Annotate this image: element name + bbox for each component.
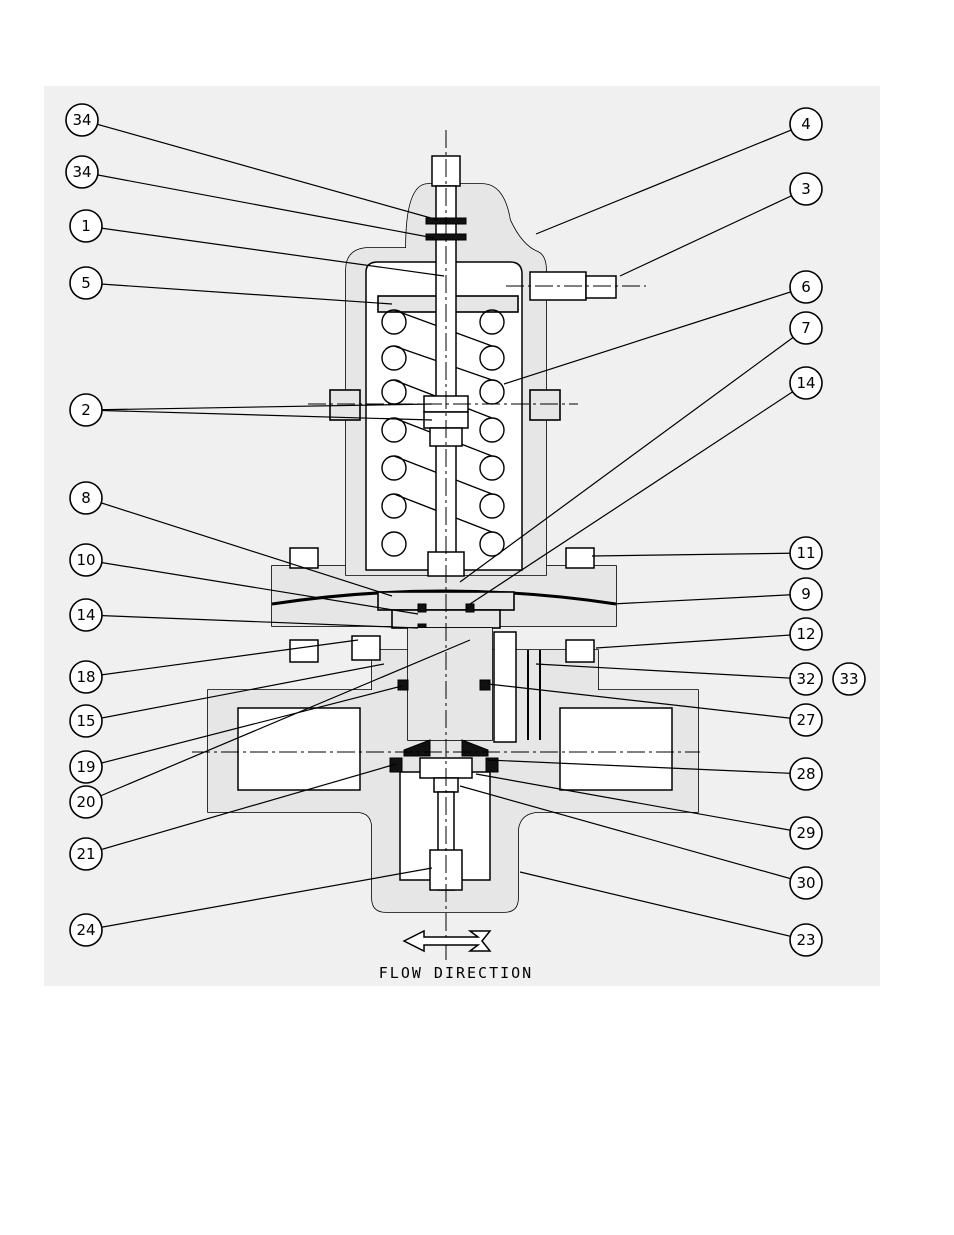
port-nut — [586, 276, 616, 298]
callout-label: 14 — [796, 374, 815, 392]
callout-label: 18 — [76, 668, 95, 686]
callout-label: 27 — [796, 711, 815, 729]
callout-24: 24 — [70, 914, 102, 946]
callout-19: 19 — [70, 751, 102, 783]
callout-20: 20 — [70, 786, 102, 818]
callout-label: 15 — [76, 712, 95, 730]
callout-11: 11 — [790, 537, 822, 569]
stud-nut-left-bottom — [290, 640, 318, 662]
callout-8: 8 — [70, 482, 102, 514]
callout-14-right: 14 — [790, 367, 822, 399]
callout-label: 28 — [796, 765, 815, 783]
callout-28: 28 — [790, 758, 822, 790]
callout-label: 19 — [76, 758, 95, 776]
stud-nut-right-bottom — [566, 640, 594, 662]
callout-21: 21 — [70, 838, 102, 870]
callout-label: 8 — [81, 489, 91, 507]
callout-34-upper: 34 — [66, 104, 98, 136]
callout-label: 30 — [796, 874, 815, 892]
callout-33: 33 — [833, 663, 865, 695]
callout-label: 7 — [801, 319, 811, 337]
callout-15: 15 — [70, 705, 102, 737]
callout-label: 5 — [81, 274, 91, 292]
callout-label: 24 — [76, 921, 95, 939]
o-ring-27 — [480, 680, 490, 690]
callout-27: 27 — [790, 704, 822, 736]
seal-14-right — [466, 604, 474, 612]
callout-label: 21 — [76, 845, 95, 863]
callout-4: 4 — [790, 108, 822, 140]
callout-18: 18 — [70, 661, 102, 693]
callout-14-left: 14 — [70, 599, 102, 631]
callout-5: 5 — [70, 267, 102, 299]
callout-9: 9 — [790, 578, 822, 610]
callout-label: 34 — [72, 163, 91, 181]
callout-3: 3 — [790, 173, 822, 205]
o-ring-27-left — [398, 680, 408, 690]
callout-label: 2 — [81, 401, 91, 419]
callout-label: 23 — [796, 931, 815, 949]
callout-label: 12 — [796, 625, 815, 643]
callout-23: 23 — [790, 924, 822, 956]
callout-1: 1 — [70, 210, 102, 242]
callout-32: 32 — [790, 663, 822, 695]
callout-2: 2 — [70, 394, 102, 426]
stud-nut-right-top — [566, 548, 594, 568]
callout-label: 4 — [801, 115, 811, 133]
screw-18 — [352, 636, 380, 660]
right-boss — [530, 390, 560, 420]
callout-label: 9 — [801, 585, 811, 603]
callout-label: 34 — [72, 111, 91, 129]
callout-label: 29 — [796, 824, 815, 842]
callout-label: 10 — [76, 551, 95, 569]
inlet-passage — [238, 708, 360, 790]
callout-label: 1 — [81, 217, 91, 235]
callout-label: 14 — [76, 606, 95, 624]
callout-label: 20 — [76, 793, 95, 811]
callout-label: 3 — [801, 180, 811, 198]
callout-6: 6 — [790, 271, 822, 303]
callout-12: 12 — [790, 618, 822, 650]
callout-29: 29 — [790, 817, 822, 849]
callout-label: 11 — [796, 544, 815, 562]
outlet-passage — [560, 708, 672, 790]
callout-7: 7 — [790, 312, 822, 344]
callout-label: 6 — [801, 278, 811, 296]
callout-label: 33 — [839, 670, 858, 688]
seal-14-left — [418, 604, 426, 612]
callout-30: 30 — [790, 867, 822, 899]
callout-label: 32 — [796, 670, 815, 688]
flow-direction-label: FLOW DIRECTION — [379, 964, 533, 982]
callout-34-lower: 34 — [66, 156, 98, 188]
callout-10: 10 — [70, 544, 102, 576]
